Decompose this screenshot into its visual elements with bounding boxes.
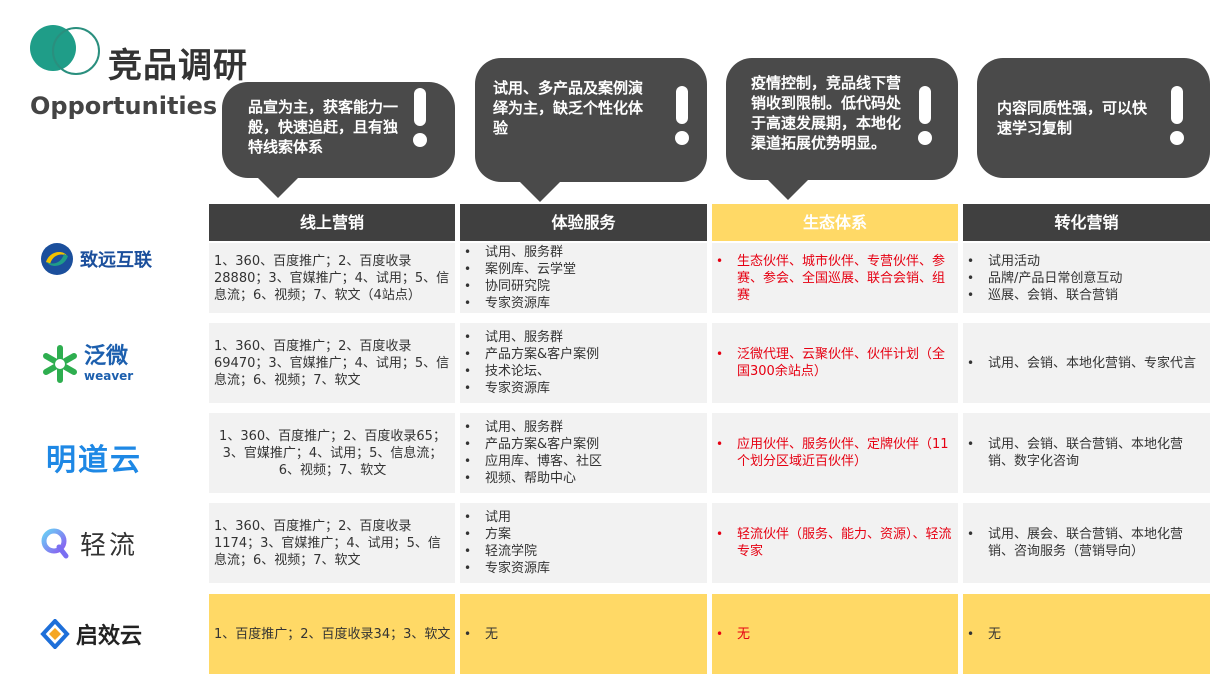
- cell-experience-service: 试用方案轻流学院专家资源库: [460, 503, 707, 583]
- callout-online-marketing: 品宣为主，获客能力一般，快速追赶，且有独特线索体系: [222, 82, 455, 198]
- exclamation-icon: [918, 86, 932, 145]
- callout-ecosystem: 疫情控制，竞品线下营销收到限制。低代码处于高速发展期，本地化渠道拓展优势明显。: [726, 58, 958, 200]
- page-title: 竞品调研: [108, 46, 248, 86]
- cell-experience-service: 试用、服务群产品方案&客户案例技术论坛、专家资源库: [460, 323, 707, 403]
- exclamation-icon: [675, 86, 689, 145]
- qixiaoyun-diamond-logo-icon: [40, 619, 70, 649]
- cell-online-marketing: 1、360、百度推广；2、百度收录1174；3、官媒推广；4、试用；5、信息流；…: [209, 503, 455, 583]
- column-header-experience-service: 体验服务: [460, 204, 707, 241]
- column-header-conversion: 转化营销: [963, 204, 1210, 241]
- cell-ecosystem: 泛微代理、云聚伙伴、伙伴计划（全国300余站点）: [712, 323, 958, 403]
- cell-ecosystem: 无: [712, 594, 958, 674]
- cell-experience-service: 试用、服务群产品方案&客户案例应用库、博客、社区视频、帮助中心: [460, 413, 707, 493]
- column-header-ecosystem: 生态体系: [712, 204, 958, 241]
- logo-name: 明道云: [46, 443, 142, 478]
- logo-mingdao: 明道云: [40, 432, 164, 482]
- page-subtitle: Opportunities: [30, 92, 218, 120]
- cell-online-marketing: 1、360、百度推广；2、百度收录69470；3、官媒推广；4、试用；5、信息流…: [209, 323, 455, 403]
- cell-online-marketing: 1、360、百度推广；2、百度收录28880；3、官媒推广；4、试用；5、信息流…: [209, 243, 455, 313]
- cell-online-marketing: 1、360、百度推广；2、百度收录65；3、官媒推广；4、试用；5、信息流；6、…: [209, 413, 455, 493]
- title-decoration-ring: [52, 27, 100, 75]
- column-header-online-marketing: 线上营销: [209, 204, 455, 241]
- cell-experience-service: 试用、服务群案例库、云学堂协同研究院专家资源库: [460, 243, 707, 313]
- logo-name: 泛微: [84, 344, 129, 369]
- exclamation-icon: [413, 88, 427, 147]
- logo-seeyon: 致远互联: [40, 238, 164, 280]
- seeyon-swirl-logo-icon: [41, 243, 73, 275]
- cell-conversion: 无: [963, 594, 1210, 674]
- logo-name: 致远互联: [80, 250, 152, 271]
- cell-online-marketing: 1、百度推广；2、百度收录34；3、软文: [209, 594, 455, 674]
- callout-conversion: 内容同质性强，可以快速学习复制: [977, 58, 1210, 178]
- logo-name: 启效云: [76, 624, 143, 649]
- cell-ecosystem: 应用伙伴、服务伙伴、定牌伙伴（11个划分区域近百伙伴）: [712, 413, 958, 493]
- cell-conversion: 试用、会销、联合营销、本地化营销、数字化咨询: [963, 413, 1210, 493]
- cell-experience-service: 无: [460, 594, 707, 674]
- qingflow-q-logo-icon: [41, 528, 69, 559]
- cell-conversion: 试用、展会、联合营销、本地化营销、咨询服务（营销导向）: [963, 503, 1210, 583]
- cell-ecosystem: 生态伙伴、城市伙伴、专营伙伴、参赛、参会、全国巡展、联合会销、组赛: [712, 243, 958, 313]
- exclamation-icon: [1170, 86, 1184, 145]
- logo-weaver: 泛微 weaver: [40, 336, 164, 392]
- cell-ecosystem: 轻流伙伴（服务、能力、资源）、轻流专家: [712, 503, 958, 583]
- cell-conversion: 试用、会销、本地化营销、专家代言: [963, 323, 1210, 403]
- weaver-asterisk-logo-icon: [43, 345, 77, 383]
- callout-experience-service: 试用、多产品及案例演绎为主，缺乏个性化体验: [475, 58, 707, 202]
- logo-name: 轻流: [80, 530, 139, 561]
- cell-conversion: 试用活动品牌/产品日常创意互动巡展、会销、联合营销: [963, 243, 1210, 313]
- logo-qingflow: 轻流: [40, 520, 164, 566]
- logo-subname: weaver: [84, 369, 134, 383]
- logo-qixiaoyun: 启效云: [40, 614, 164, 654]
